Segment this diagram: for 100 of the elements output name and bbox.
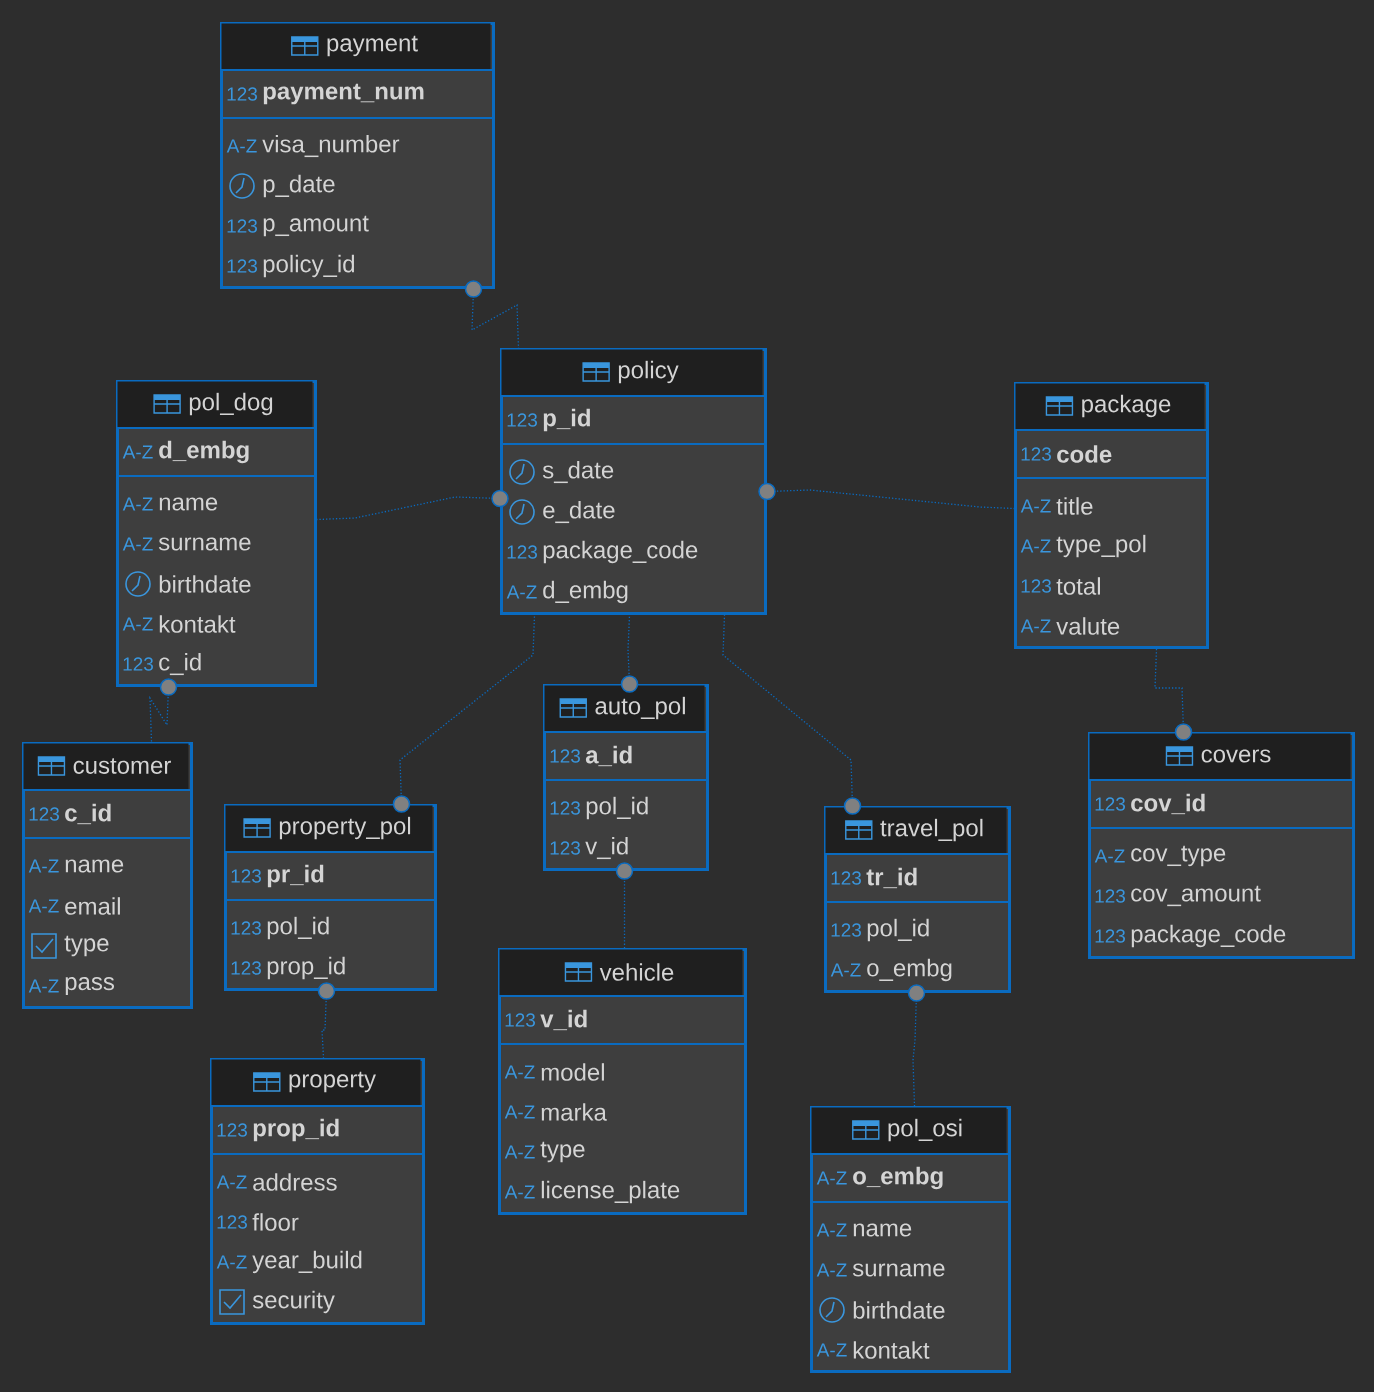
- table: [809, 1106, 1011, 1373]
- column-name: year_build: [252, 1250, 362, 1274]
- type-label: 123: [231, 921, 261, 935]
- connector: [722, 614, 862, 815]
- connector: [149, 678, 178, 743]
- connector: [907, 984, 926, 1107]
- type-label: A-Z: [28, 979, 59, 993]
- column-name: a_id: [585, 745, 632, 767]
- table: [21, 742, 193, 1009]
- column-name: type_pol: [1056, 534, 1146, 558]
- column-name: package_code: [543, 540, 698, 564]
- table-title: package: [1082, 394, 1171, 418]
- type-label: A-Z: [28, 899, 59, 913]
- connector: [464, 280, 520, 349]
- type-label: 123: [227, 219, 257, 233]
- column-name: policy_id: [263, 254, 354, 278]
- type-label: 123: [1021, 579, 1051, 593]
- table: [499, 348, 767, 615]
- table: [115, 380, 317, 687]
- column-name: name: [159, 497, 218, 511]
- table-title: payment: [327, 35, 418, 57]
- column-name: package_code: [1131, 924, 1286, 948]
- table: [223, 804, 437, 991]
- column-name: prop_id: [253, 1118, 339, 1142]
- type-label: 123: [217, 1215, 247, 1229]
- table-title: vehicle: [599, 963, 674, 981]
- type-label: A-Z: [506, 585, 537, 599]
- type-label: 123: [123, 657, 153, 671]
- column-name: cov_id: [1131, 793, 1205, 815]
- column-name: pol_id: [267, 916, 329, 940]
- column-name: email: [65, 897, 120, 915]
- column-name: s_date: [542, 460, 614, 484]
- column-name: valute: [1056, 617, 1120, 635]
- connector: [758, 482, 1015, 510]
- column-name: o_embg: [853, 1166, 943, 1190]
- table-title: covers: [1201, 749, 1271, 763]
- column-name: d_embg: [159, 440, 249, 464]
- type-label: 123: [550, 841, 580, 855]
- type-label: A-Z: [504, 1065, 535, 1079]
- type-label: A-Z: [122, 537, 153, 551]
- column-name: name: [853, 1223, 912, 1237]
- type-label: A-Z: [1020, 499, 1051, 513]
- table-title: pol_osi: [888, 1118, 962, 1142]
- column-name: d_embg: [543, 580, 628, 604]
- column-name: birthdate: [853, 1301, 945, 1319]
- type-label: 123: [1095, 929, 1125, 943]
- column-name: p_id: [543, 408, 590, 432]
- type-label: A-Z: [216, 1175, 247, 1189]
- type-label: A-Z: [1094, 849, 1125, 863]
- type-label: 123: [550, 801, 580, 815]
- type-label: 123: [217, 1123, 247, 1137]
- type-label: 123: [29, 807, 59, 821]
- column-name: pol_id: [867, 918, 929, 942]
- type-label: A-Z: [226, 139, 257, 153]
- type-label: A-Z: [816, 1171, 847, 1185]
- column-name: type: [64, 935, 109, 957]
- table: [1013, 382, 1209, 649]
- type-label: 123: [1095, 889, 1125, 903]
- column-name: p_amount: [263, 215, 369, 237]
- type-label: 123: [550, 749, 580, 763]
- type-label: 123: [231, 869, 261, 883]
- table-title: pol_dog: [189, 392, 273, 416]
- column-name: address: [253, 1173, 337, 1191]
- column-name: floor: [252, 1213, 299, 1231]
- type-label: 123: [831, 871, 861, 885]
- table: [497, 948, 747, 1215]
- connector: [316, 489, 509, 521]
- type-label: 123: [227, 259, 257, 273]
- type-label: 123: [231, 961, 261, 975]
- type-label: A-Z: [122, 497, 153, 511]
- type-label: A-Z: [1020, 539, 1051, 553]
- table-title: property_pol: [279, 816, 411, 840]
- table: [542, 684, 709, 871]
- column-name: prop_id: [267, 956, 345, 980]
- type-label: 123: [831, 923, 861, 937]
- connector: [317, 982, 336, 1059]
- table: [209, 1058, 425, 1325]
- type-label: A-Z: [830, 963, 861, 977]
- connector: [1154, 648, 1193, 741]
- column-name: kontakt: [159, 615, 236, 633]
- column-name: v_id: [585, 836, 628, 860]
- type-label: 123: [1095, 797, 1125, 811]
- column-name: birthdate: [159, 575, 251, 593]
- type-label: 123: [507, 413, 537, 427]
- column-name: license_plate: [541, 1180, 680, 1204]
- column-name: cov_type: [1131, 845, 1226, 867]
- column-name: title: [1056, 497, 1093, 515]
- type-label: A-Z: [816, 1223, 847, 1237]
- table-title: customer: [73, 758, 171, 774]
- type-label: 123: [505, 1013, 535, 1027]
- column-name: total: [1056, 577, 1100, 595]
- type-label: A-Z: [122, 445, 153, 459]
- column-name: surname: [158, 537, 251, 551]
- type-label: A-Z: [816, 1263, 847, 1277]
- column-name: p_date: [263, 174, 335, 198]
- type-label: 123: [1021, 447, 1051, 461]
- column-name: marka: [541, 1103, 607, 1121]
- table-title: policy: [618, 360, 679, 384]
- table: [219, 22, 495, 289]
- column-name: name: [65, 859, 124, 873]
